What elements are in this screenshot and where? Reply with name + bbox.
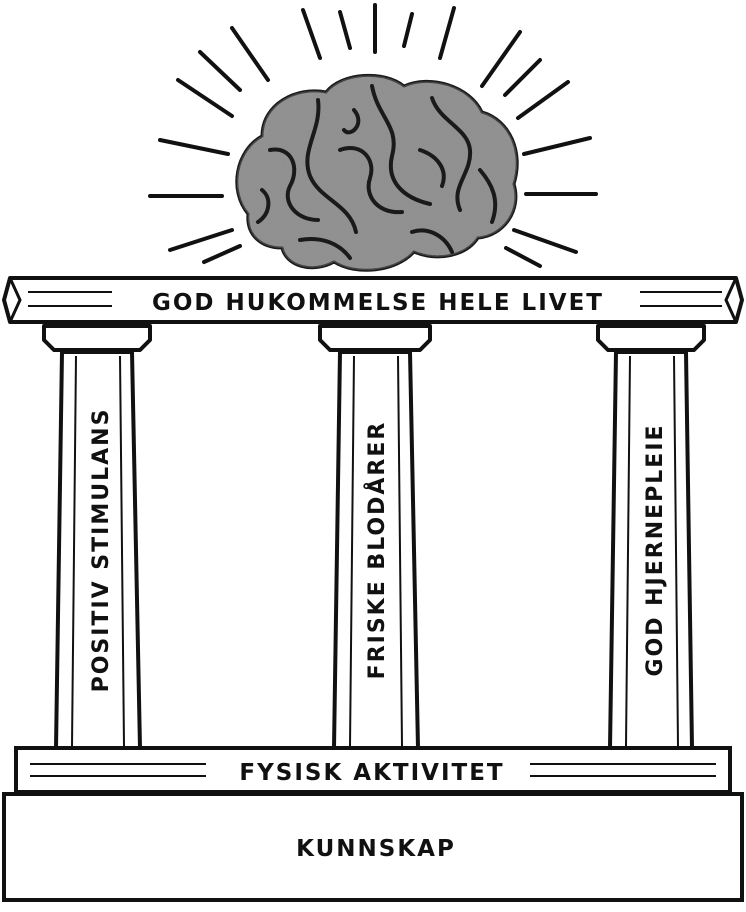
entablature: GOD HUKOMMELSE HELE LIVET	[4, 278, 742, 322]
pillar-right-label: GOD HJERNEPLEIE	[643, 423, 668, 676]
foundation-label: KUNNSKAP	[296, 836, 456, 862]
upper-base-label: FYSISK AKTIVITET	[239, 760, 504, 786]
pillar-left: POSITIV STIMULANS	[44, 326, 150, 748]
upper-base: FYSISK AKTIVITET	[16, 748, 730, 792]
brain-icon	[237, 75, 517, 270]
pillar-middle-label: FRISKE BLODÅRER	[364, 421, 390, 680]
pillar-middle: FRISKE BLODÅRER	[320, 326, 430, 748]
foundation: KUNNSKAP	[4, 794, 742, 900]
pillar-left-label: POSITIV STIMULANS	[89, 408, 114, 693]
pillar-right: GOD HJERNEPLEIE	[598, 326, 704, 748]
top-beam-label: GOD HUKOMMELSE HELE LIVET	[152, 290, 604, 316]
